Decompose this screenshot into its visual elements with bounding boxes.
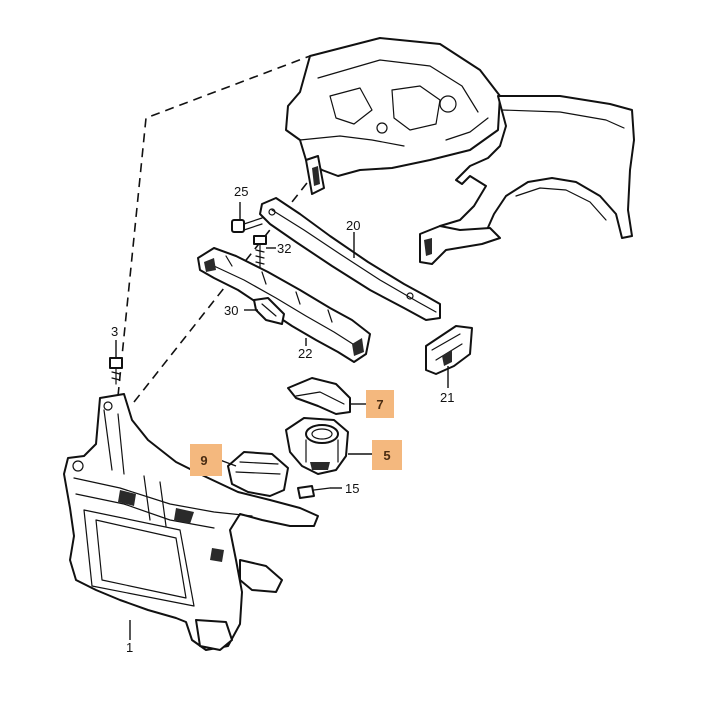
callout-20: 20 — [346, 218, 360, 233]
leader-lines — [115, 202, 449, 640]
callout-30: 30 — [224, 303, 238, 318]
callout-15: 15 — [345, 481, 359, 496]
part-20-upper-cross-member — [259, 197, 441, 321]
body-shell-fender — [285, 37, 635, 265]
part-25-bolt — [231, 217, 263, 233]
callout-3: 3 — [111, 324, 118, 339]
callout-5: 5 — [383, 448, 390, 463]
part-15-bolt — [297, 485, 331, 499]
callout-labels: 25 32 20 30 22 3 21 15 1 7 5 9 — [111, 184, 454, 655]
callout-5-highlight: 5 — [372, 440, 402, 470]
callout-32: 32 — [277, 241, 291, 256]
callout-1: 1 — [126, 640, 133, 655]
callout-7-highlight: 7 — [366, 390, 394, 418]
callout-22: 22 — [298, 346, 312, 361]
callout-9: 9 — [200, 453, 207, 468]
part-9-duct-piece — [227, 451, 289, 497]
part-1-front-lock-carrier — [63, 393, 319, 651]
callout-25: 25 — [234, 184, 248, 199]
callout-7: 7 — [376, 397, 383, 412]
part-22-lower-cross-member — [197, 247, 371, 363]
part-5-air-intake-housing — [285, 417, 349, 475]
callout-9-highlight: 9 — [190, 444, 222, 476]
part-21-side-bracket — [425, 325, 473, 375]
part-3-screw — [109, 357, 123, 385]
part-7-air-duct-cover — [287, 377, 351, 415]
callout-21: 21 — [440, 390, 454, 405]
part-32-screw — [253, 235, 267, 269]
